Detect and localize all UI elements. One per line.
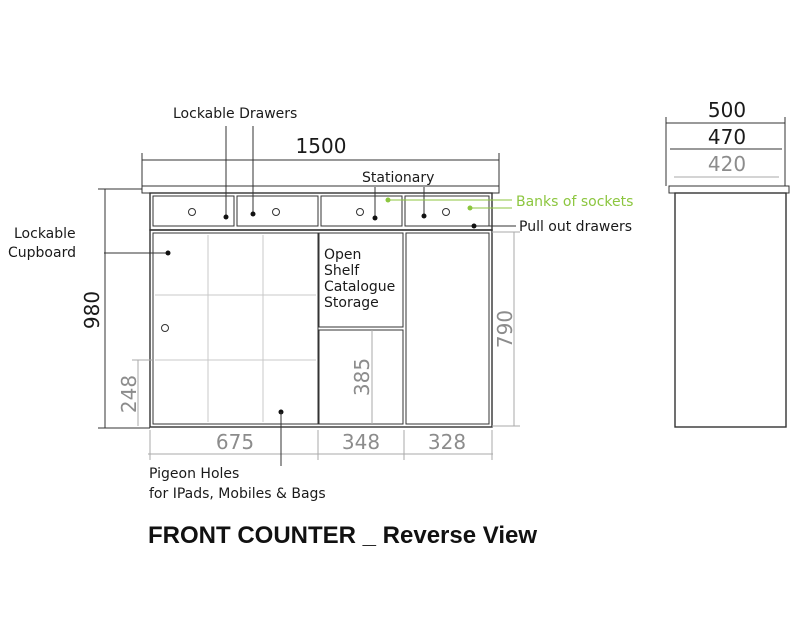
label-open-shelf-4: Storage	[324, 295, 379, 311]
lower-cabinet	[149, 229, 493, 428]
drawer-knob	[188, 208, 196, 216]
drawing-title: FRONT COUNTER _ Reverse View	[148, 522, 537, 549]
drawer-knob	[356, 208, 364, 216]
leader-dot-green	[467, 205, 473, 211]
open-shelf	[318, 232, 404, 328]
label-open-shelf-3: Catalogue	[324, 279, 395, 295]
dim-385: 385	[350, 358, 374, 396]
side-body	[674, 192, 787, 428]
cupboard-knob	[161, 324, 169, 332]
drawer-3	[320, 195, 403, 227]
drawer-2	[236, 195, 319, 227]
label-banks-of-sockets: Banks of sockets	[516, 194, 633, 210]
leader-dot-green	[385, 197, 391, 203]
leader-dot	[223, 214, 229, 220]
lower-shelf	[318, 329, 404, 425]
dim-248: 248	[117, 375, 141, 413]
leader-dot	[165, 250, 171, 256]
drawer-knob	[272, 208, 280, 216]
leader-dot	[421, 213, 427, 219]
dim-470: 470	[708, 125, 746, 149]
counter-top	[141, 185, 500, 194]
label-lockable-cupboard-2: Cupboard	[8, 245, 76, 261]
side-view: 500 470 420	[665, 98, 790, 428]
front-dimensions: 1500 980 248 385 790 675 348 328	[80, 134, 520, 460]
front-elevation	[141, 185, 500, 428]
leader-dot	[471, 223, 477, 229]
label-pigeon-holes-1: Pigeon Holes	[149, 466, 239, 482]
label-lockable-cupboard-1: Lockable	[14, 226, 76, 242]
right-cupboard	[405, 232, 490, 425]
dim-328: 328	[428, 430, 466, 454]
label-pigeon-holes-2: for IPads, Mobiles & Bags	[149, 486, 326, 502]
dim-348: 348	[342, 430, 380, 454]
dim-675: 675	[216, 430, 254, 454]
label-stationary: Stationary	[362, 170, 434, 186]
annotations: Lockable Drawers Lockable Cupboard Stati…	[8, 106, 633, 502]
leader-dot	[372, 215, 378, 221]
label-pull-out-drawers: Pull out drawers	[519, 219, 632, 235]
label-lockable-drawers: Lockable Drawers	[173, 106, 297, 122]
drawer-1	[152, 195, 235, 227]
dim-790: 790	[493, 310, 517, 348]
dim-420: 420	[708, 152, 746, 176]
side-counter-top	[668, 185, 790, 194]
dim-980: 980	[80, 291, 104, 329]
label-open-shelf-2: Shelf	[324, 263, 360, 279]
dim-1500: 1500	[296, 134, 347, 158]
pigeon-hole-cupboard	[152, 232, 319, 425]
label-open-shelf-1: Open	[324, 247, 361, 263]
dim-500: 500	[708, 98, 746, 122]
leader-dot	[250, 211, 256, 217]
drawer-knob	[442, 208, 450, 216]
drawer-4	[404, 195, 490, 227]
